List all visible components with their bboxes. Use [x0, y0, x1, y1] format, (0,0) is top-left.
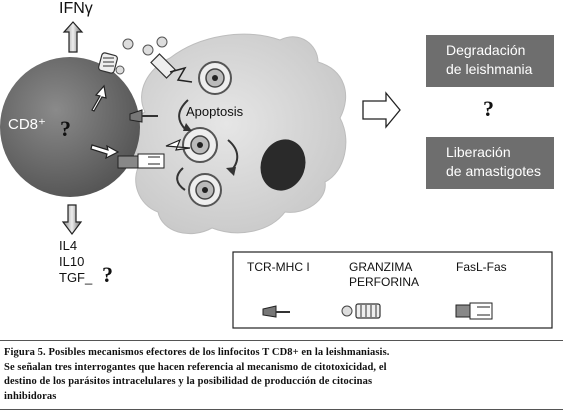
caption-rule-bottom: [0, 409, 563, 410]
caption-line-2: Se señalan tres interrogantes que hacen …: [4, 361, 387, 373]
macrophage-nucleus: [260, 139, 306, 191]
legend-granzyme-symbol: [341, 303, 381, 319]
legend-frame: [232, 251, 553, 329]
fas-receptor-icon: [117, 138, 191, 169]
legend-granzima-label: GRANZIMA: [349, 260, 413, 274]
liberacion-line-1: Liberación: [446, 144, 511, 160]
figure-caption: Figura 5. Posibles mecanismos efectores …: [4, 346, 560, 404]
caption-line-3: destino de los parásitos intracelulares …: [4, 376, 373, 387]
ifn-label: IFNγ: [59, 0, 93, 17]
degradacion-line-2: de leishmania: [446, 61, 533, 77]
vacuole-top: [198, 61, 232, 95]
question-mark-cytokines: ?: [102, 262, 113, 287]
liberacion-line-2: de amastigotes: [446, 163, 541, 179]
legend-fas-label: FasL-Fas: [456, 260, 507, 274]
il4-label: IL4: [59, 238, 78, 253]
tcr-receptor-icon: [129, 109, 158, 123]
degradacion-line-1: Degradación: [446, 42, 526, 58]
down-arrow-icon: [61, 204, 83, 235]
vacuole-bottom: [188, 173, 222, 207]
legend-tcr-label: TCR-MHC I: [247, 260, 310, 274]
up-arrow-icon: [62, 21, 84, 53]
legend-perforina-label: PERFORINA: [349, 275, 420, 289]
question-mark-cell: ?: [60, 116, 71, 141]
white-arrow-upper: [91, 84, 107, 112]
cd8-label: CD8⁺: [8, 116, 46, 133]
apoptosis-label: Apoptosis: [186, 104, 244, 119]
right-outline-arrow-icon: [362, 91, 401, 129]
legend-tcr-symbol: [262, 305, 290, 318]
liberacion-box: Liberación de amastigotes: [426, 137, 554, 189]
curved-arrow-lower: [176, 167, 186, 191]
vacuole-middle: [182, 127, 218, 163]
legend-fas-symbol: [455, 302, 493, 320]
granule-icon: [98, 36, 168, 75]
question-mark-fate: ?: [483, 96, 494, 121]
perforin-icon: [150, 53, 193, 83]
degradacion-box: Degradación de leishmania: [426, 35, 554, 87]
white-arrow-lower: [90, 144, 120, 160]
caption-line-4: inhibidoras: [4, 390, 57, 402]
tgf-label: TGF_: [59, 270, 93, 285]
caption-rule-top: [0, 340, 563, 341]
caption-line-1: Figura 5. Posibles mecanismos efectores …: [4, 347, 390, 358]
il10-label: IL10: [59, 254, 85, 269]
